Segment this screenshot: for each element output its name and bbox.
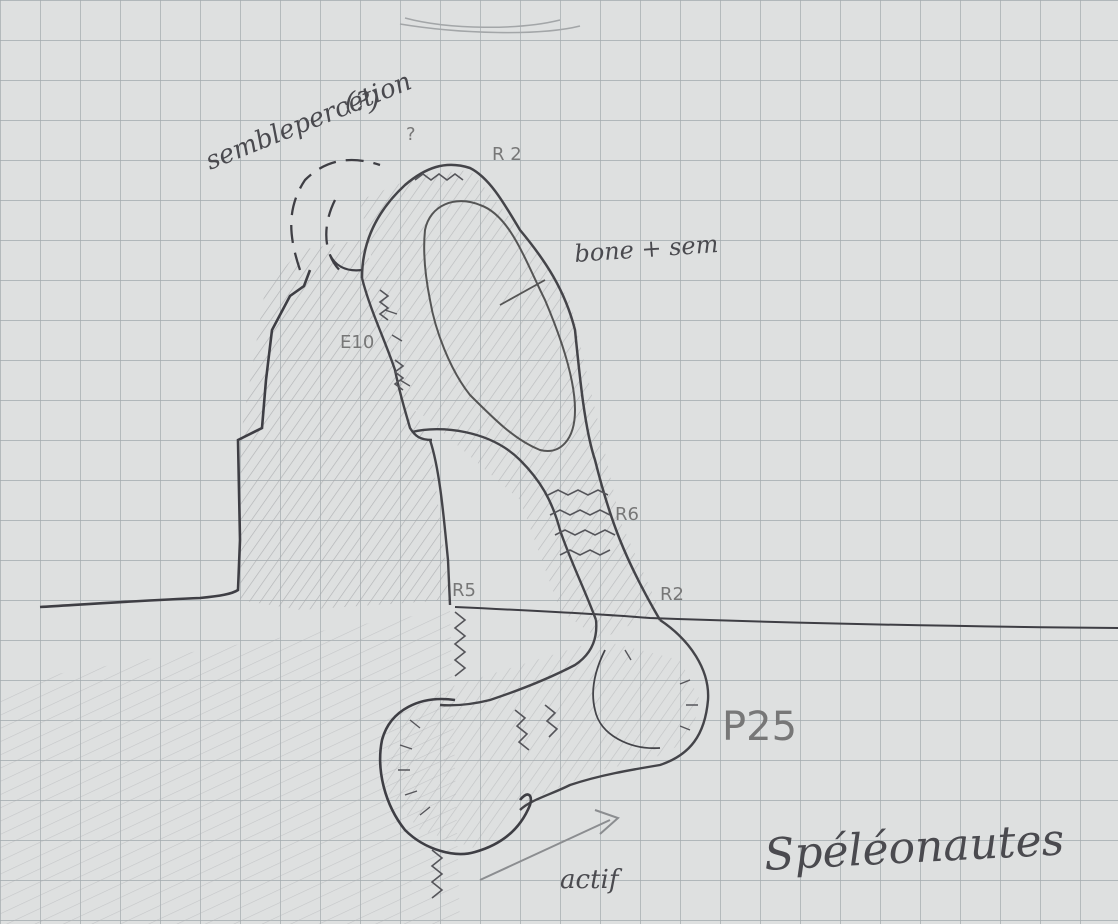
- r2-right-label: R2: [660, 584, 684, 605]
- r5-label: R5: [452, 580, 476, 601]
- question-marks-label: (?): [345, 87, 379, 117]
- e10-label: E10: [340, 332, 374, 353]
- r2-top-label: R 2: [492, 144, 522, 165]
- actif-label: actif: [560, 865, 623, 895]
- p25-label: P25: [722, 704, 797, 750]
- r6-label: R6: [615, 504, 639, 525]
- question-small-label: ?: [406, 124, 416, 145]
